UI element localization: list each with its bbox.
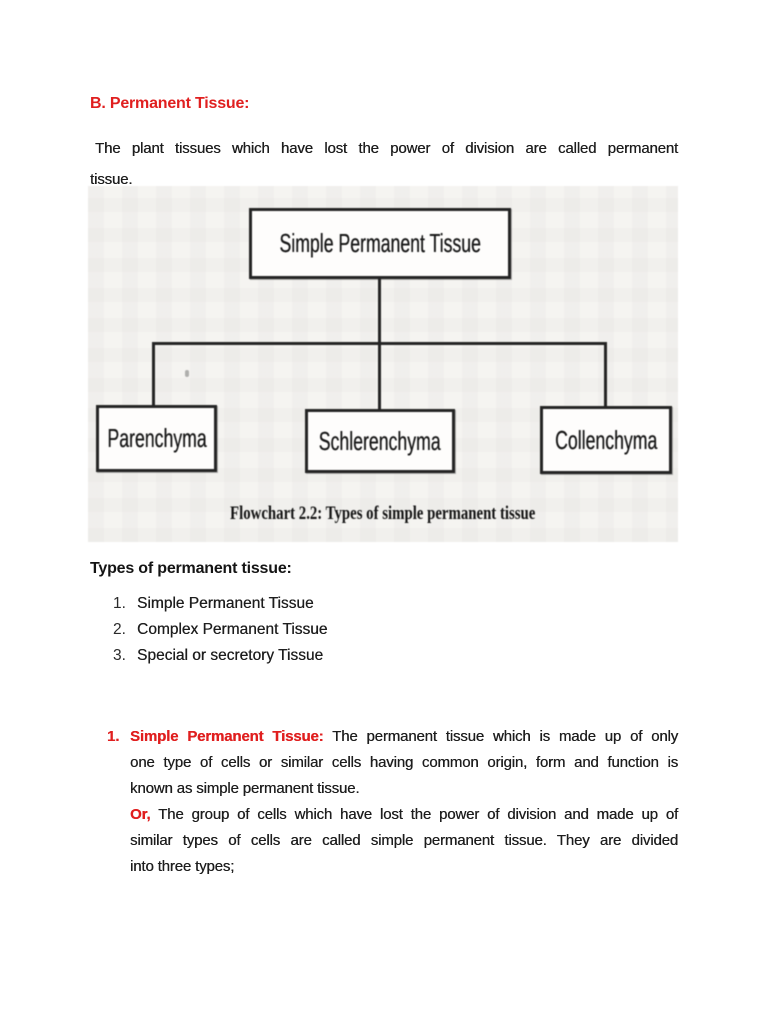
- list-item-number: 2.: [113, 621, 126, 638]
- detail-line: similar types of cells are called simple…: [130, 832, 678, 849]
- flowchart-root-label: Simple Permanent Tissue: [279, 228, 481, 258]
- flowchart-box-label: Collenchyma: [554, 424, 658, 455]
- detail-line: known as simple permanent tissue.: [130, 780, 360, 797]
- list-item: 2. Complex Permanent Tissue: [113, 617, 327, 643]
- flowchart-box-label: Parenchyma: [106, 423, 207, 453]
- detail-paragraph: Simple Permanent Tissue: The permanent t…: [130, 724, 678, 880]
- flowchart-root-box: Simple Permanent Tissue: [249, 208, 511, 279]
- list-item-label: Simple Permanent Tissue: [137, 595, 314, 612]
- types-heading: Types of permanent tissue:: [90, 560, 292, 577]
- or-label: Or,: [130, 806, 151, 823]
- flowchart-caption: Flowchart 2.2: Types of simple permanent…: [88, 503, 678, 525]
- intro-paragraph: The plant tissues which have lost the po…: [90, 133, 678, 195]
- intro-line: tissue.: [90, 171, 133, 188]
- detail-number: 1.: [107, 728, 120, 745]
- flowchart-box-schlerenchyma: Schlerenchyma: [305, 409, 455, 473]
- flowchart-box-collenchyma: Collenchyma: [540, 406, 672, 474]
- detail-text: The group of cells which have lost the p…: [158, 806, 678, 823]
- list-item-number: 3.: [113, 647, 126, 664]
- detail-line: into three types;: [130, 858, 235, 875]
- flowchart-image: Simple Permanent Tissue Parenchyma Schle…: [88, 186, 678, 542]
- detail-line: Simple Permanent Tissue: The permanent t…: [130, 724, 678, 750]
- detail-heading: Simple Permanent Tissue:: [130, 728, 324, 745]
- list-item: 3. Special or secretory Tissue: [113, 643, 327, 669]
- connector-line: [604, 342, 607, 407]
- detail-text: The permanent tissue which is made up of…: [332, 728, 678, 745]
- detail-line: one type of cells or similar cells havin…: [130, 754, 678, 771]
- flowchart-box-label: Schlerenchyma: [319, 425, 441, 456]
- intro-line: The plant tissues which have lost the po…: [95, 140, 678, 157]
- connector-line: [152, 342, 155, 406]
- detail-section: 1. Simple Permanent Tissue: The permanen…: [107, 724, 678, 880]
- detail-line: Or, The group of cells which have lost t…: [130, 802, 678, 828]
- section-heading: B. Permanent Tissue:: [90, 95, 250, 112]
- list-item-number: 1.: [113, 595, 126, 612]
- list-item: 1. Simple Permanent Tissue: [113, 591, 327, 617]
- flowchart-caption-text: Flowchart 2.2: Types of simple permanent…: [230, 503, 536, 524]
- scan-artifact: [185, 370, 189, 377]
- types-list: 1. Simple Permanent Tissue 2. Complex Pe…: [113, 591, 327, 669]
- connector-line: [378, 279, 381, 343]
- flowchart-box-parenchyma: Parenchyma: [96, 405, 217, 472]
- list-item-label: Complex Permanent Tissue: [137, 621, 328, 638]
- list-item-label: Special or secretory Tissue: [137, 647, 324, 664]
- connector-line: [378, 342, 381, 410]
